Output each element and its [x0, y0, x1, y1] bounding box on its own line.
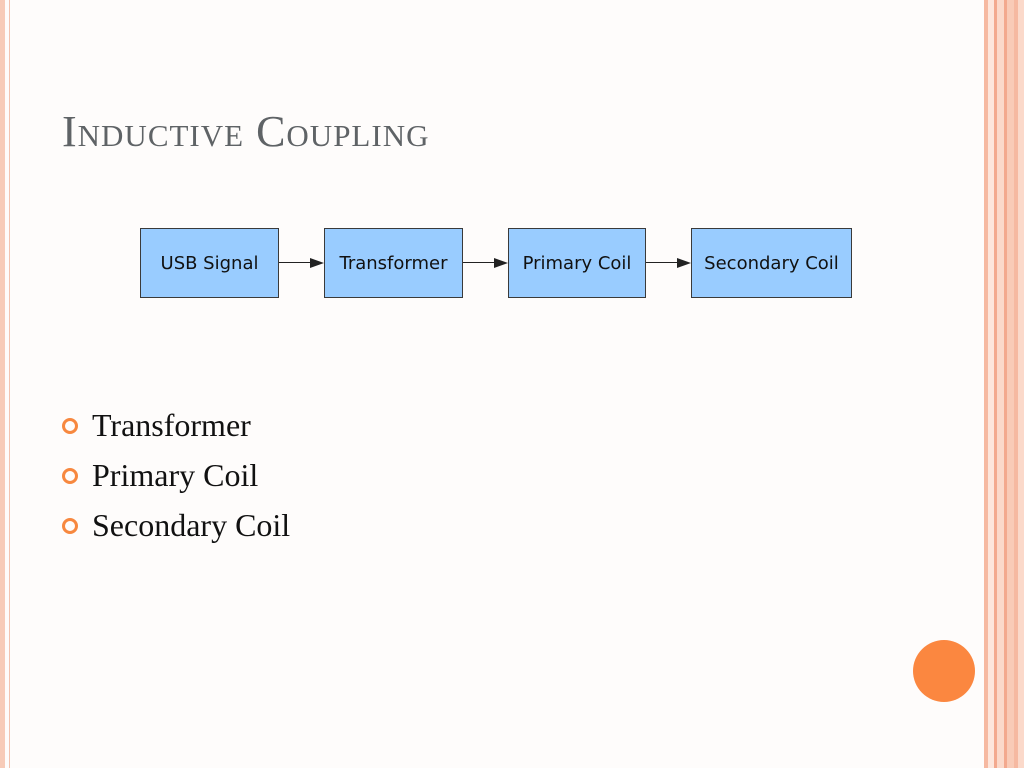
list-item: Transformer: [62, 400, 290, 450]
arrow-head-icon: [494, 258, 508, 268]
list-item: Secondary Coil: [62, 500, 290, 550]
diagram-arrow: [279, 258, 324, 268]
slide-title: Inductive Coupling: [62, 107, 430, 156]
list-item: Primary Coil: [62, 450, 290, 500]
bullet-text: Transformer: [92, 406, 251, 443]
left-border-decoration: [0, 0, 5, 768]
hollow-circle-icon: [62, 518, 78, 534]
stripe: [1014, 0, 1018, 768]
left-border-line: [9, 0, 10, 768]
bullet-text: Secondary Coil: [92, 506, 291, 543]
diagram-arrow: [646, 258, 691, 268]
arrow-head-icon: [677, 258, 691, 268]
diagram-node-secondary-coil: Secondary Coil: [691, 228, 852, 298]
diagram-node-primary-coil: Primary Coil: [508, 228, 646, 298]
stripe: [994, 0, 997, 768]
stripe: [997, 0, 1004, 768]
diagram-arrow: [463, 258, 508, 268]
hollow-circle-icon: [62, 418, 78, 434]
stripe: [1007, 0, 1014, 768]
right-stripe-decoration: [978, 0, 1024, 768]
arrow-line: [279, 262, 310, 263]
stripe: [988, 0, 994, 768]
hollow-circle-icon: [62, 468, 78, 484]
arrow-head-icon: [310, 258, 324, 268]
stripe: [1018, 0, 1024, 768]
filled-circle-icon: [913, 640, 975, 702]
stripe-gap: [978, 0, 984, 768]
arrow-line: [463, 262, 494, 263]
arrow-line: [646, 262, 677, 263]
stripe: [1004, 0, 1007, 768]
bullet-text: Primary Coil: [92, 456, 259, 493]
bullet-list: Transformer Primary Coil Secondary Coil: [62, 400, 290, 550]
stripe: [984, 0, 988, 768]
diagram-node-transformer: Transformer: [324, 228, 463, 298]
diagram-node-usb-signal: USB Signal: [140, 228, 279, 298]
